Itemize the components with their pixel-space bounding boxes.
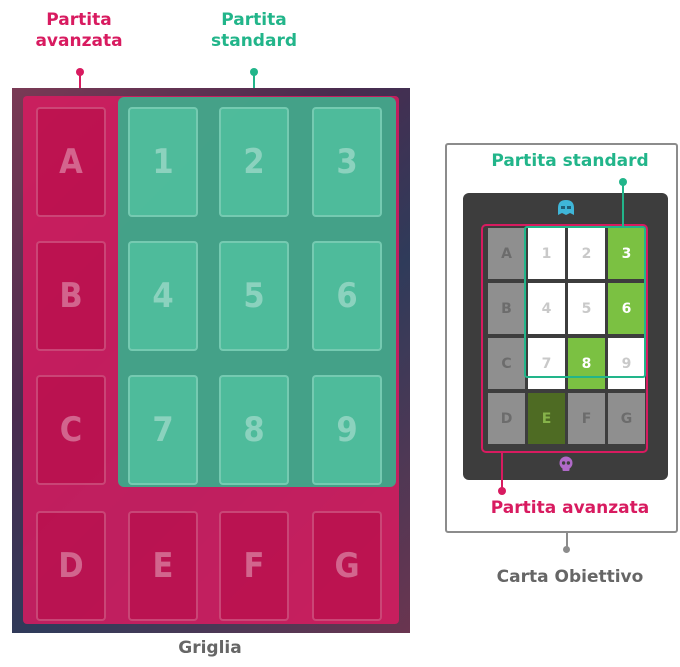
goal-cell-3: 3 — [608, 228, 645, 279]
goal-standard-label: Partita standard — [491, 151, 649, 171]
grid-card-6: 6 — [312, 241, 382, 351]
goal-advanced-line — [501, 452, 503, 492]
grid-card-c: C — [36, 375, 106, 485]
grid-card-f: F — [219, 511, 289, 621]
goal-cell-5: 5 — [568, 283, 605, 334]
goal-caption: Carta Obiettivo — [496, 567, 644, 587]
goal-cell-a: A — [488, 228, 525, 279]
grid-card-a: A — [36, 107, 106, 217]
advanced-label-line2: avanzata — [35, 31, 123, 51]
grid-card-b: B — [36, 241, 106, 351]
grid-card-2: 2 — [219, 107, 289, 217]
ghost-mask-icon — [556, 199, 576, 217]
grid-card-d: D — [36, 511, 106, 621]
grid-card-e: E — [128, 511, 198, 621]
grid-card-4: 4 — [128, 241, 198, 351]
goal-cell-d: D — [488, 393, 525, 444]
goal-cell-c: C — [488, 338, 525, 389]
advanced-label-line1: Partita — [46, 10, 112, 30]
advanced-pointer-line — [79, 72, 81, 98]
goal-card-frame — [445, 143, 678, 533]
goal-advanced-outline — [481, 224, 648, 453]
grid-card-8: 8 — [219, 375, 289, 485]
standard-area-overlay — [118, 97, 396, 487]
grid-card-7: 7 — [128, 375, 198, 485]
goal-standard-line — [622, 182, 624, 228]
grid-card-9: 9 — [312, 375, 382, 485]
advanced-game-label: Partita avanzata — [20, 10, 138, 52]
grid-card-g: G — [312, 511, 382, 621]
goal-cell-2: 2 — [568, 228, 605, 279]
standard-label-line1: Partita — [221, 10, 287, 30]
standard-pointer-line — [253, 72, 255, 100]
goal-cell-8: 8 — [568, 338, 605, 389]
grid-card-3: 3 — [312, 107, 382, 217]
goal-cell-6: 6 — [608, 283, 645, 334]
goal-cell-7: 7 — [528, 338, 565, 389]
goal-cell-g: G — [608, 393, 645, 444]
grid-caption: Griglia — [178, 638, 242, 658]
goal-cell-4: 4 — [528, 283, 565, 334]
grid-card-5: 5 — [219, 241, 289, 351]
goal-advanced-dot — [498, 487, 506, 495]
goal-caption-dot — [563, 546, 570, 553]
skull-icon — [558, 456, 574, 472]
standard-game-label: Partita standard — [195, 10, 313, 52]
goal-cell-1: 1 — [528, 228, 565, 279]
goal-cell-b: B — [488, 283, 525, 334]
goal-cell-e: E — [528, 393, 565, 444]
grid-card-1: 1 — [128, 107, 198, 217]
goal-cell-f: F — [568, 393, 605, 444]
standard-label-line2: standard — [210, 31, 297, 51]
goal-cell-9: 9 — [608, 338, 645, 389]
goal-standard-outline — [524, 226, 646, 378]
goal-advanced-label: Partita avanzata — [490, 498, 650, 518]
goal-caption-line — [566, 533, 568, 549]
